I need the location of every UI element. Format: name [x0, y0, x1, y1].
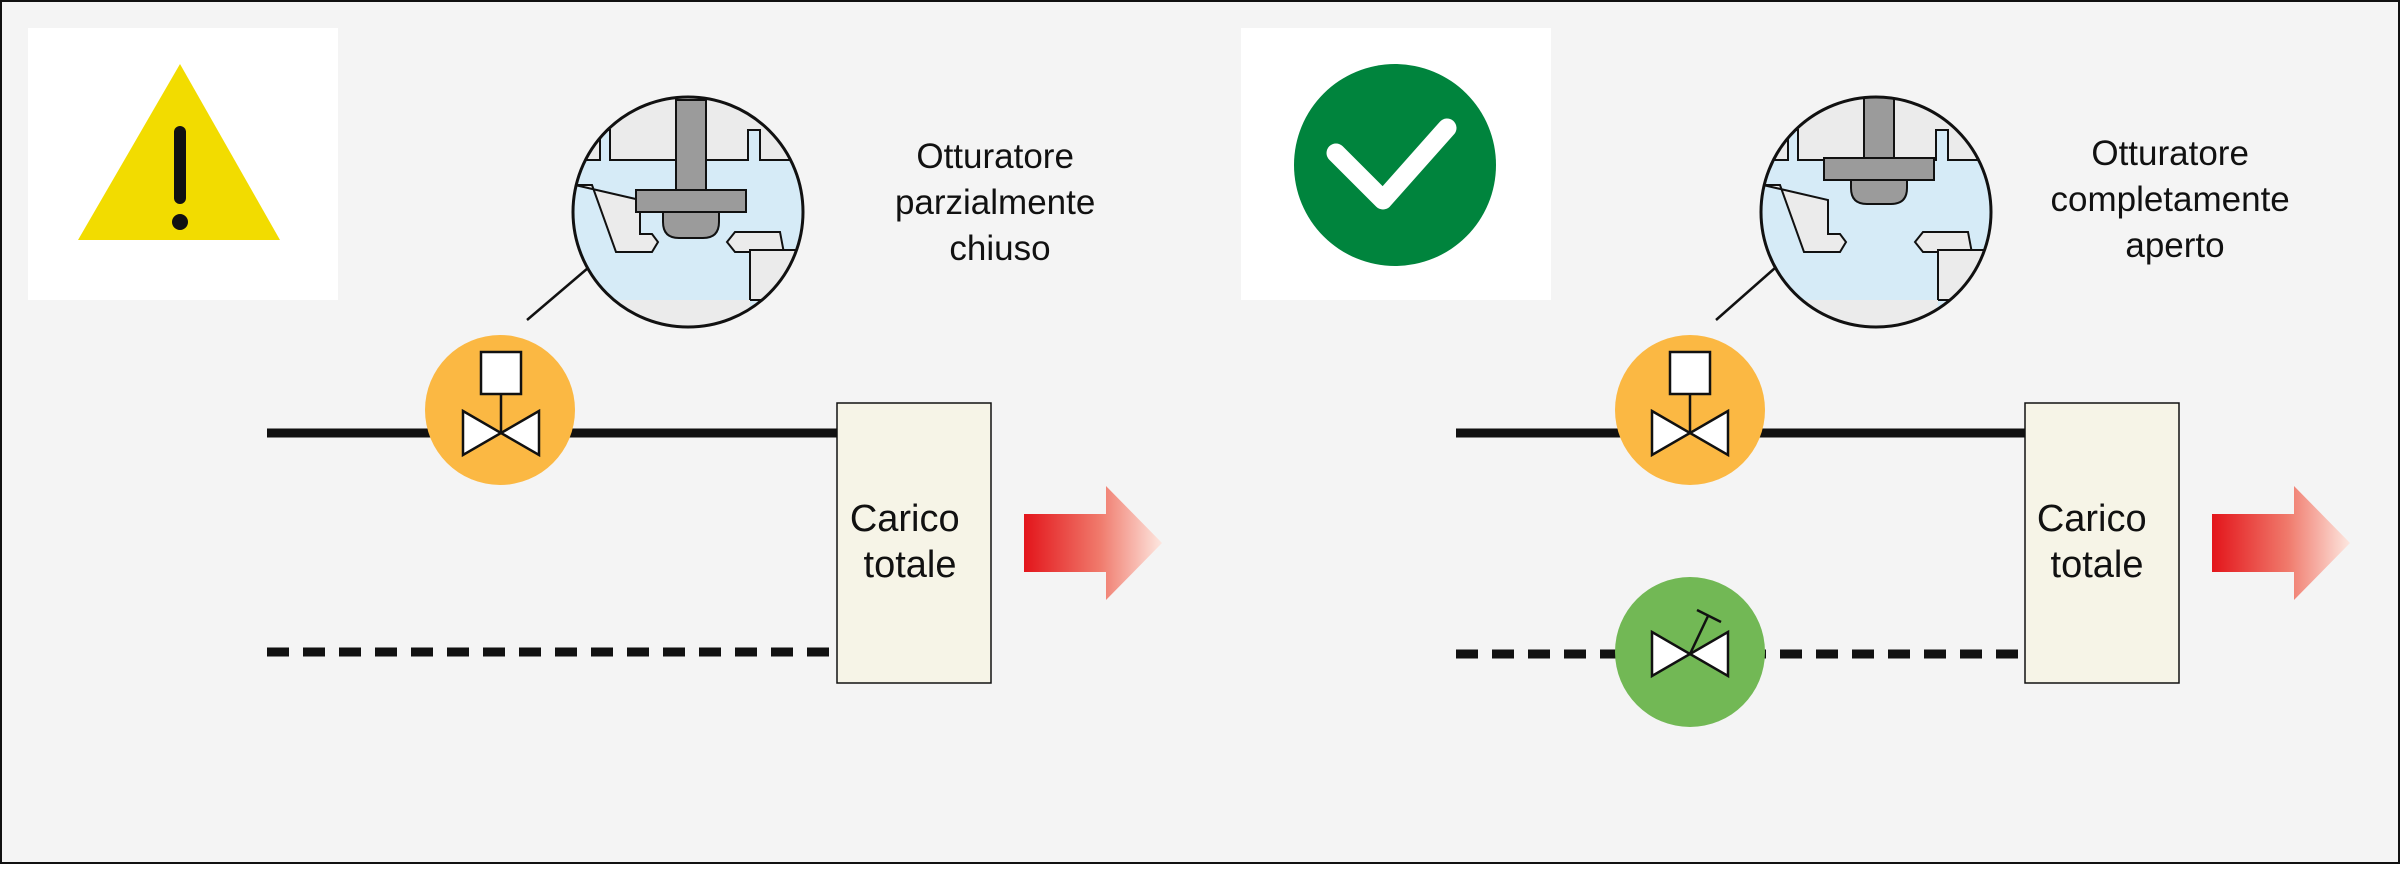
- caption-line: Otturatore: [2091, 134, 2249, 173]
- caption-line: Otturatore: [916, 137, 1074, 176]
- caption-line: completamente: [2050, 180, 2289, 219]
- check-circle-icon: [1241, 28, 1551, 300]
- load-box: Carico totale: [836, 402, 992, 684]
- plug-state-caption: Otturatore parzialmente chiuso: [895, 137, 1105, 268]
- load-label-line: totale: [864, 544, 957, 586]
- load-label: Carico totale: [850, 498, 970, 586]
- valve-plug-detail: [1759, 95, 1993, 329]
- panel-partially-closed: Otturatore parzialmente chiuso Carico to…: [28, 28, 1162, 684]
- load-box: Carico totale: [2024, 402, 2180, 684]
- caption-line: aperto: [2125, 226, 2224, 265]
- callout-leader: [526, 267, 589, 321]
- control-valve: [425, 335, 575, 485]
- caption-line: chiuso: [949, 229, 1050, 268]
- output-arrow-icon: [1024, 486, 1162, 600]
- output-arrow-icon: [2212, 486, 2350, 600]
- caption-line: parzialmente: [895, 183, 1095, 222]
- load-label-line: Carico: [850, 498, 960, 540]
- load-label: Carico totale: [2037, 498, 2157, 586]
- warning-triangle-icon: [28, 28, 338, 300]
- load-label-line: totale: [2051, 544, 2144, 586]
- load-label-line: Carico: [2037, 498, 2147, 540]
- valve-plug-detail: [571, 95, 805, 329]
- control-valve: [1615, 335, 1765, 485]
- callout-leader: [1715, 267, 1776, 321]
- panel-fully-open: Otturatore completamente aperto Carico t…: [1241, 28, 2350, 727]
- bypass-manual-valve: [1615, 577, 1765, 727]
- plug-state-caption: Otturatore completamente aperto: [2050, 134, 2299, 265]
